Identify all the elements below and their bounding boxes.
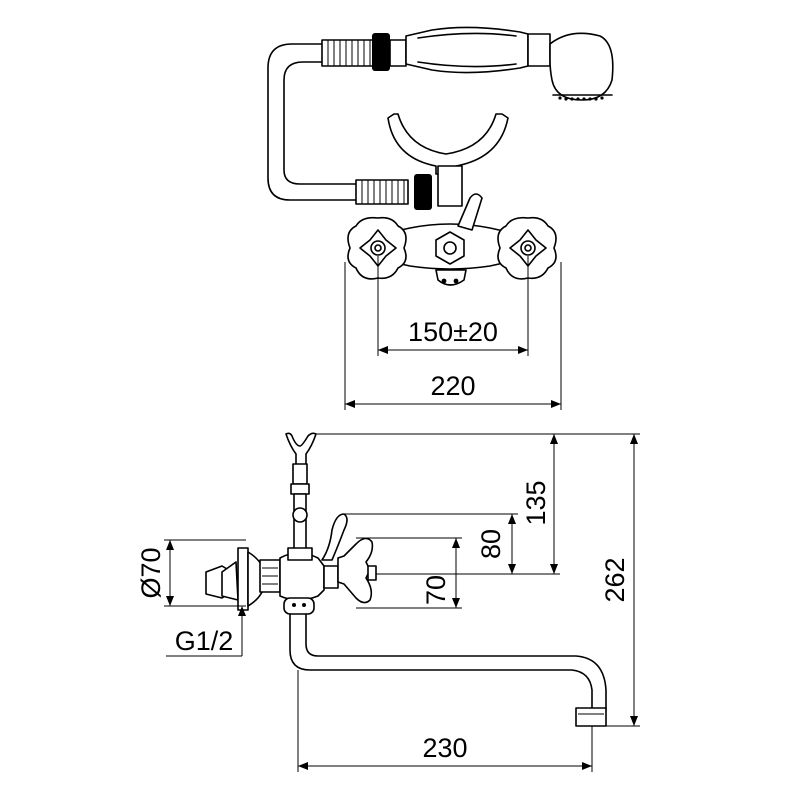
dimension-holder-height: 135 — [376, 434, 560, 575]
shower-hose — [267, 33, 432, 210]
dimension-thread: G1/2 — [166, 606, 246, 657]
side-cross-handle — [323, 537, 377, 604]
spout — [289, 613, 607, 727]
dimension-handle-depth: 70 — [356, 537, 462, 609]
dim-label-thread: G1/2 — [175, 626, 234, 656]
hose-nut-lower — [414, 174, 432, 210]
dimension-lever-height: 80 — [344, 513, 518, 574]
dim-label-handle-depth: 70 — [421, 575, 451, 605]
side-lever — [321, 513, 348, 561]
shower-holder — [387, 113, 509, 207]
dim-label-flange-diameter: Ø70 — [136, 547, 166, 598]
dimension-spout-projection: 230 — [297, 670, 593, 772]
dim-label-spout-projection: 230 — [422, 733, 467, 763]
right-cross-handle — [497, 216, 557, 280]
hose-coil-lower — [355, 179, 409, 205]
hand-shower — [405, 26, 614, 101]
dim-label-lever-height: 80 — [476, 529, 506, 559]
side-view: 262 135 80 70 — [136, 432, 640, 772]
dim-label-overall-height: 262 — [600, 557, 630, 602]
dim-label-center-distance: 150±20 — [408, 317, 498, 347]
dimension-overall-height: 262 — [316, 433, 640, 727]
dim-label-overall-width: 220 — [430, 371, 475, 401]
dim-label-holder-height: 135 — [521, 480, 551, 525]
dimension-center-distance: 150±20 — [377, 256, 529, 356]
dimension-overall-width: 220 — [344, 262, 562, 410]
side-body — [279, 552, 325, 615]
hose-coil-upper — [321, 39, 375, 67]
side-holder — [285, 432, 317, 561]
hose-nut-upper — [372, 33, 390, 71]
wall-connection — [205, 547, 281, 611]
mixer-body — [391, 193, 509, 286]
dimension-flange-diameter: Ø70 — [136, 539, 246, 607]
front-view: 150±20 220 — [267, 26, 614, 410]
left-cross-handle — [347, 216, 407, 280]
